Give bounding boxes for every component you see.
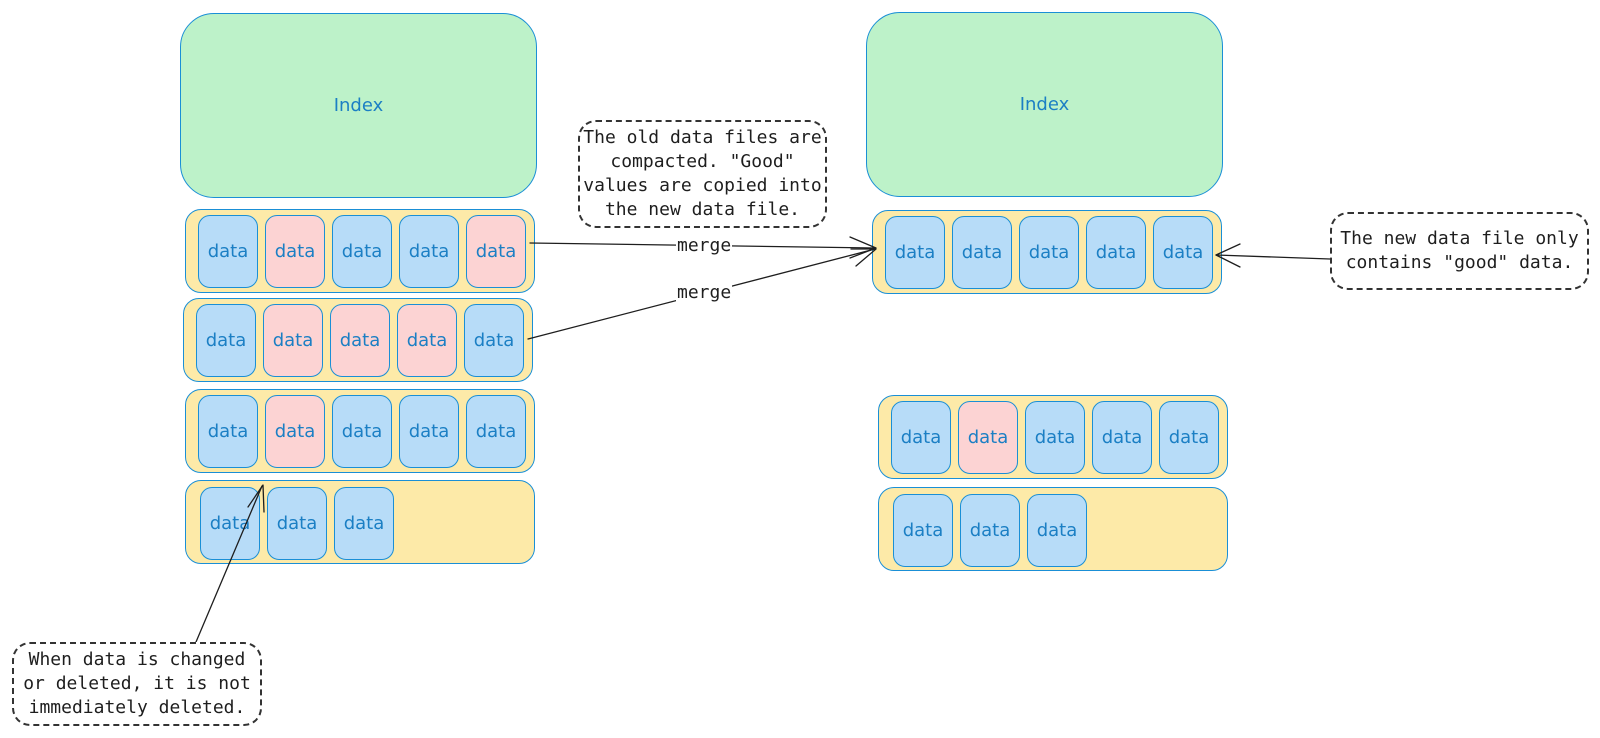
new-file-note: The new data file only contains "good" d…	[1330, 212, 1589, 290]
data-cell: data	[1153, 216, 1213, 289]
left-data-file-3: data data data data data	[185, 389, 535, 473]
new-file-note-arrow-head	[1215, 243, 1241, 268]
data-cell: data	[1159, 401, 1219, 474]
right-index-label: Index	[1019, 94, 1070, 115]
right-new-data-file: data data data data data	[872, 210, 1222, 294]
merge-arrow-2-head	[850, 248, 877, 267]
data-cell: data	[1019, 216, 1079, 289]
data-cell: data	[265, 215, 325, 288]
merge-arrow-1-head	[849, 236, 877, 259]
new-file-note-arrow	[1215, 254, 1331, 260]
data-cell: data	[1027, 494, 1087, 567]
data-cell: data	[464, 304, 524, 377]
right-data-file-3: data data data	[878, 487, 1228, 571]
left-data-file-1: data data data data data	[185, 209, 535, 293]
data-cell: data	[332, 215, 392, 288]
data-cell: data	[1086, 216, 1146, 289]
data-cell: data	[198, 215, 258, 288]
data-cell: data	[330, 304, 390, 377]
data-cell: data	[263, 304, 323, 377]
data-cell: data	[891, 401, 951, 474]
merge-label-2: merge	[676, 282, 733, 303]
data-cell: data	[267, 487, 327, 560]
deletion-note-arrow-head	[247, 484, 265, 513]
data-cell: data	[399, 395, 459, 468]
data-cell: data	[200, 487, 260, 560]
data-cell: data	[466, 215, 526, 288]
data-cell: data	[1025, 401, 1085, 474]
left-data-file-2: data data data data data	[183, 298, 533, 382]
deletion-note-arrow	[195, 485, 263, 643]
data-cell: data	[265, 395, 325, 468]
data-cell: data	[399, 215, 459, 288]
data-cell: data	[885, 216, 945, 289]
data-cell: data	[196, 304, 256, 377]
data-cell: data	[198, 395, 258, 468]
data-cell: data	[466, 395, 526, 468]
data-cell: data	[893, 494, 953, 567]
compaction-note: The old data files are compacted. "Good"…	[578, 120, 827, 228]
data-cell: data	[397, 304, 457, 377]
data-cell: data	[958, 401, 1018, 474]
data-cell: data	[1092, 401, 1152, 474]
deletion-note: When data is changed or deleted, it is n…	[12, 642, 262, 726]
left-index-box: Index	[180, 13, 537, 198]
merge-label-1: merge	[676, 235, 733, 256]
left-data-file-4: data data data	[185, 480, 535, 564]
data-cell: data	[960, 494, 1020, 567]
data-cell: data	[952, 216, 1012, 289]
data-cell: data	[332, 395, 392, 468]
right-data-file-2: data data data data data	[878, 395, 1228, 479]
right-index-box: Index	[866, 12, 1223, 197]
left-index-label: Index	[333, 95, 384, 116]
data-cell: data	[334, 487, 394, 560]
